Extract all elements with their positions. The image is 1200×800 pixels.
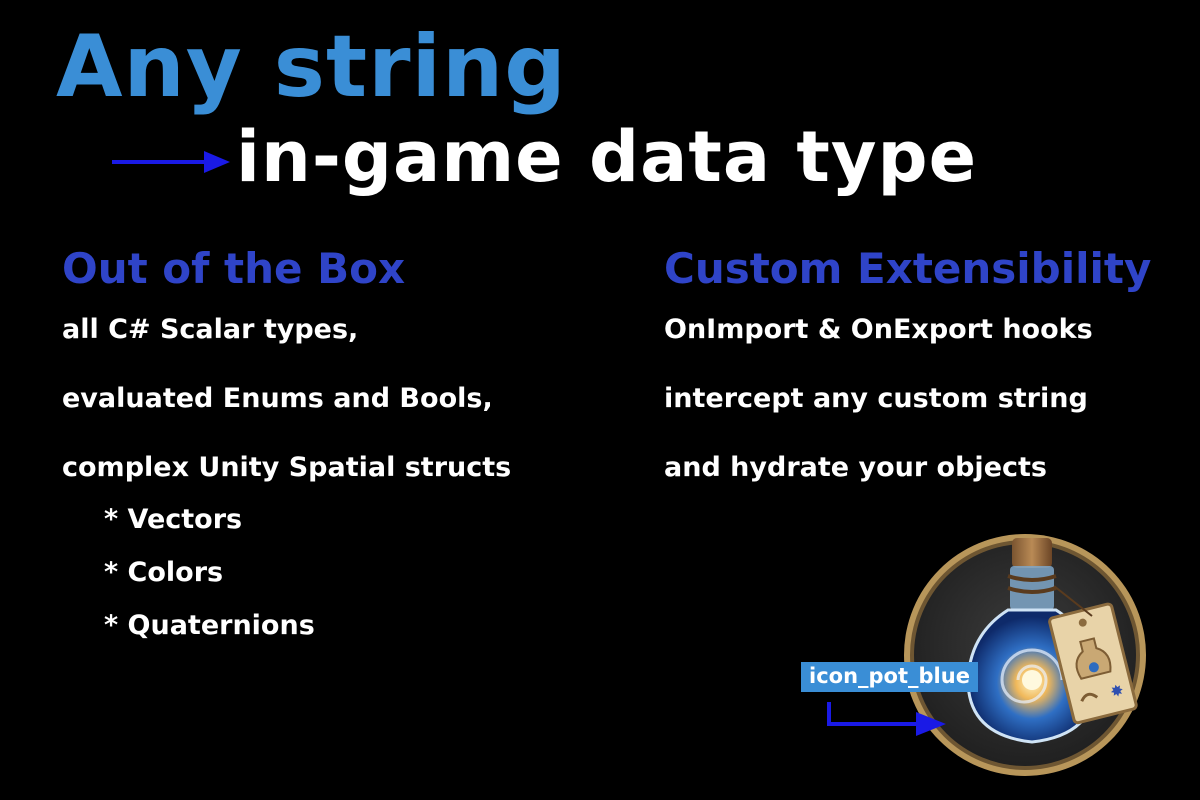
list-item: all C# Scalar types, xyxy=(62,314,359,345)
section-title-out-of-the-box: Out of the Box xyxy=(62,244,406,293)
headline: Any string xyxy=(56,17,567,117)
potion-bottle-icon: ✸ xyxy=(904,534,1146,776)
bullet-item: * Quaternions xyxy=(104,610,315,641)
subline: in-game data type xyxy=(236,116,978,198)
list-item: and hydrate your objects xyxy=(664,452,1047,483)
arrow-bent-right-icon xyxy=(827,702,946,736)
svg-text:✸: ✸ xyxy=(1108,680,1126,702)
list-item: complex Unity Spatial structs xyxy=(62,452,512,483)
bullet-item: * Vectors xyxy=(104,504,243,535)
arrow-right-icon xyxy=(112,151,230,173)
list-item: evaluated Enums and Bools, xyxy=(62,383,493,414)
bullet-item: * Colors xyxy=(104,557,224,588)
section-title-custom-extensibility: Custom Extensibility xyxy=(664,244,1152,293)
icon-name-label: icon_pot_blue xyxy=(801,662,978,693)
list-item: OnImport & OnExport hooks xyxy=(664,314,1093,345)
list-item: intercept any custom string xyxy=(664,383,1088,414)
